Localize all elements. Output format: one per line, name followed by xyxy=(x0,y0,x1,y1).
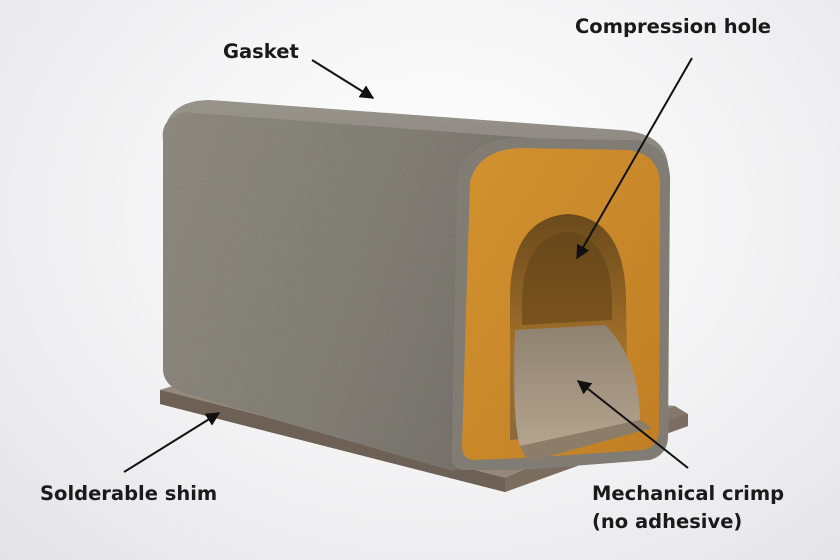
compression-hole-arrow xyxy=(576,57,693,260)
mechanical-crimp-label-line2: (no adhesive) xyxy=(592,510,743,533)
mechanical-crimp-arrow xyxy=(576,380,689,469)
gasket-arrow xyxy=(311,59,375,99)
mechanical-crimp-label-line1: Mechanical crimp xyxy=(592,482,785,505)
solderable-shim-label: Solderable shim xyxy=(40,482,218,505)
mechanical-crimp-label: Mechanical crimp (no adhesive) xyxy=(592,480,784,536)
callout-arrows xyxy=(123,57,693,473)
solderable-shim-arrow xyxy=(123,412,221,473)
compression-hole-label: Compression hole xyxy=(575,15,771,38)
gasket-label: Gasket xyxy=(223,40,299,63)
